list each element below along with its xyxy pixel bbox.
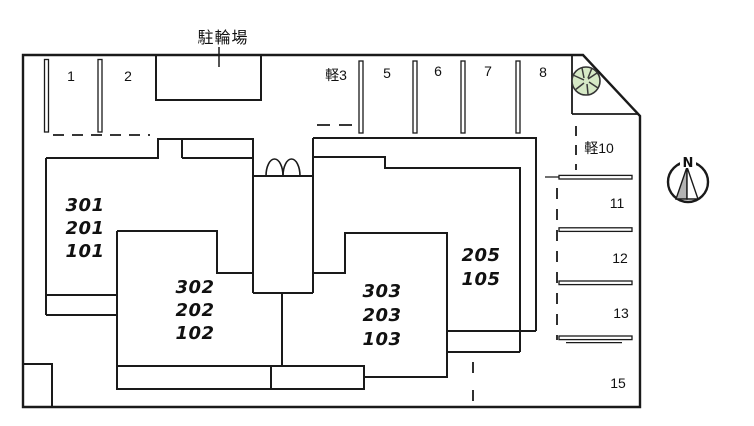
parking-space-label: 12 (612, 250, 628, 266)
unit-label: 301 (65, 195, 104, 216)
tree-icon (571, 66, 601, 96)
parking-space-label: 2 (124, 68, 132, 84)
parking-space-label: 軽10 (584, 140, 614, 156)
parking-divider-bars-right (558, 174, 633, 341)
unit-label: 101 (65, 241, 104, 262)
parking-space-label: 8 (539, 64, 547, 80)
parking-space-label: 1 (67, 68, 75, 84)
parking-space-label: 6 (434, 63, 442, 79)
parking-space-label: 軽3 (325, 67, 347, 83)
unit-label: 303 (362, 281, 401, 302)
unit-stack-center: 302 202 102 (175, 277, 214, 344)
parking-space-label: 11 (610, 195, 625, 211)
unit-label: 202 (175, 300, 214, 321)
parking-space-label: 7 (484, 63, 492, 79)
north-compass-icon: N (666, 156, 710, 204)
parking-divider-bars-top (43, 58, 521, 134)
parking-space-label: 13 (613, 305, 629, 321)
bicycle-parking-label: 駐輪場 (197, 29, 248, 47)
unit-number-stacks: 301 201 101 302 202 102 303 203 103 205 … (65, 195, 500, 350)
parking-space-label: 5 (383, 65, 391, 81)
unit-label: 201 (65, 218, 104, 239)
parking-labels-right: 軽10 11 12 13 15 (584, 140, 629, 391)
parking-labels-top: 1 2 軽3 5 6 7 8 (67, 63, 547, 84)
unit-stack-east: 303 203 103 (362, 281, 401, 350)
unit-label: 302 (175, 277, 214, 298)
unit-label: 105 (461, 269, 500, 290)
dashed-stall-lines-top (53, 124, 357, 136)
compass-north-label: N (683, 156, 694, 171)
bicycle-parking-area (155, 55, 262, 101)
unit-label: 102 (175, 323, 214, 344)
dashed-stall-lines-right (472, 126, 577, 403)
unit-label: 103 (362, 329, 401, 350)
divider-bar-accents (545, 176, 622, 344)
unit-stack-northeast: 205 105 (461, 245, 500, 290)
parking-space-label: 15 (610, 375, 626, 391)
site-boundary (21, 53, 642, 409)
unit-label: 205 (461, 245, 500, 266)
unit-stack-west: 301 201 101 (65, 195, 104, 262)
unit-label: 203 (362, 305, 401, 326)
building-outline (23, 137, 537, 407)
entrance-door-icon (265, 158, 301, 177)
